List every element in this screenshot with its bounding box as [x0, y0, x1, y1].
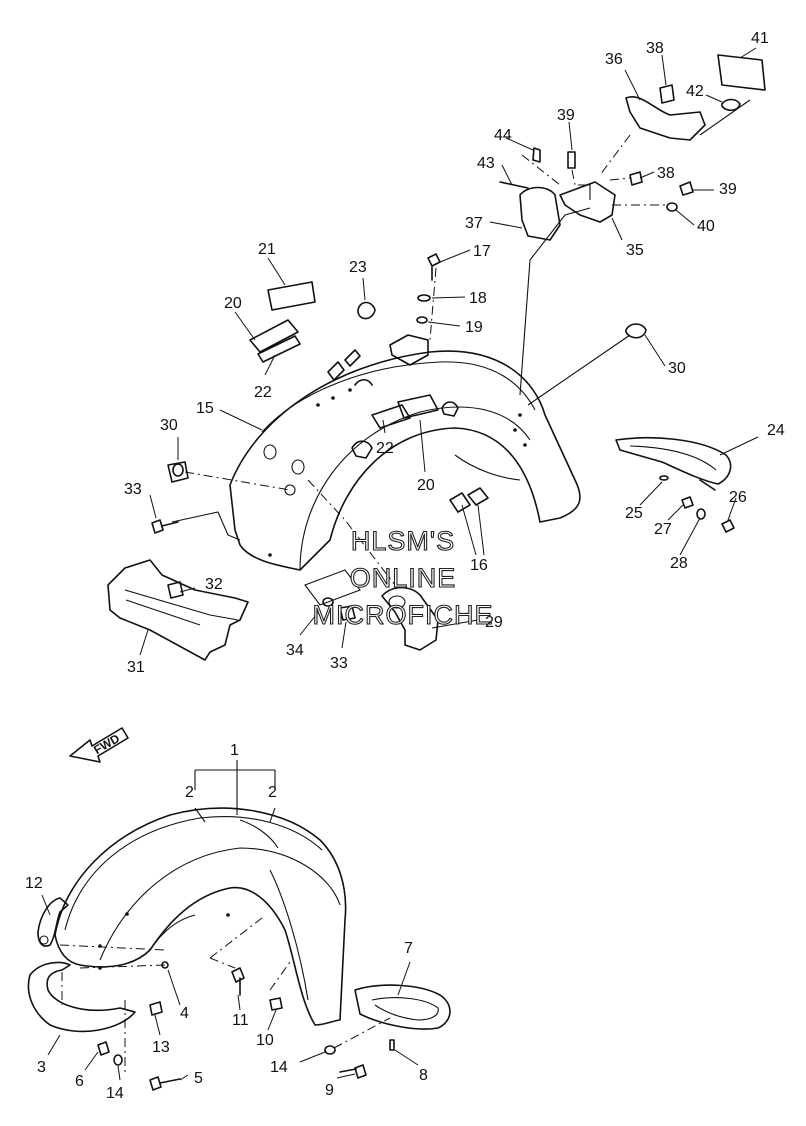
callout-numbers: 1 2 2 3 4 5 6 7 8 9 10 11 12 13 14 14 15… [25, 30, 785, 1102]
lower-bracket-part [322, 586, 439, 651]
watermark-line-3: MICROFICHE [313, 600, 494, 630]
callout-41: 41 [751, 30, 769, 47]
forward-arrow-icon: FWD [69, 727, 129, 763]
front-fender-part [54, 807, 347, 1026]
callout-10: 10 [256, 1032, 274, 1049]
callout-25: 25 [625, 505, 643, 522]
lower-fasteners [97, 961, 395, 1091]
callout-39b: 39 [719, 181, 737, 198]
watermark: HLSM'S ONLINE MICROFICHE [312, 525, 494, 630]
callout-4: 4 [180, 1005, 189, 1022]
callout-33b: 33 [330, 655, 348, 672]
bolt-part [151, 519, 179, 534]
callout-2a: 2 [185, 784, 194, 801]
callout-19: 19 [465, 319, 483, 336]
watermark-line-2: ONLINE [350, 563, 457, 593]
pads-part [249, 281, 489, 513]
callout-22a: 22 [254, 384, 272, 401]
upper-callout-leaders [139, 47, 759, 656]
watermark-line-1: HLSM'S [351, 526, 455, 556]
callout-7: 7 [404, 940, 413, 957]
callout-30b: 30 [668, 360, 686, 377]
callout-39a: 39 [557, 107, 575, 124]
fender-clips [327, 349, 459, 459]
callout-26: 26 [729, 489, 747, 506]
rear-cover-part [107, 559, 249, 661]
callout-38a: 38 [646, 40, 664, 57]
callout-13: 13 [152, 1039, 170, 1056]
callout-33a: 33 [124, 481, 142, 498]
front-stay-part [354, 984, 451, 1030]
callout-23: 23 [349, 259, 367, 276]
callout-30a: 30 [160, 417, 178, 434]
callout-24: 24 [767, 422, 785, 439]
callout-22b: 22 [376, 440, 394, 457]
callout-42: 42 [686, 83, 704, 100]
callout-17: 17 [473, 243, 491, 260]
forward-label: FWD [91, 731, 122, 757]
bolt-stack-part [357, 253, 441, 366]
callout-28: 28 [670, 555, 688, 572]
callout-35: 35 [626, 242, 644, 259]
callout-21: 21 [258, 241, 276, 258]
lower-leader-lines [59, 760, 391, 1075]
callout-20b: 20 [417, 477, 435, 494]
callout-2b: 2 [268, 784, 277, 801]
front-fender-stay-part [27, 961, 136, 1033]
callout-37: 37 [465, 215, 483, 232]
callout-8: 8 [419, 1067, 428, 1084]
callout-16: 16 [470, 557, 488, 574]
callout-29: 29 [485, 614, 503, 631]
callout-27: 27 [654, 521, 672, 538]
callout-3: 3 [37, 1059, 46, 1076]
callout-18: 18 [469, 290, 487, 307]
callout-38b: 38 [657, 165, 675, 182]
callout-20a: 20 [224, 295, 242, 312]
callout-14b: 14 [270, 1059, 288, 1076]
callout-31: 31 [127, 659, 145, 676]
callout-14a: 14 [106, 1085, 124, 1102]
callout-12: 12 [25, 875, 43, 892]
callout-6: 6 [75, 1073, 84, 1090]
callout-32: 32 [205, 576, 223, 593]
callout-43: 43 [477, 155, 495, 172]
callout-40: 40 [697, 218, 715, 235]
callout-36: 36 [605, 51, 623, 68]
callout-5: 5 [194, 1070, 203, 1087]
callout-11: 11 [232, 1012, 249, 1029]
callout-44: 44 [494, 127, 512, 144]
callout-15: 15 [196, 400, 214, 417]
grommet-part [167, 323, 647, 483]
lower-callout-leaders [41, 894, 419, 1081]
callout-9: 9 [325, 1082, 334, 1099]
upper-bracket-part [499, 54, 766, 241]
grab-bar-part [615, 437, 735, 533]
upper-leader-lines [171, 99, 751, 606]
callout-34: 34 [286, 642, 304, 659]
callout-1: 1 [230, 742, 239, 759]
